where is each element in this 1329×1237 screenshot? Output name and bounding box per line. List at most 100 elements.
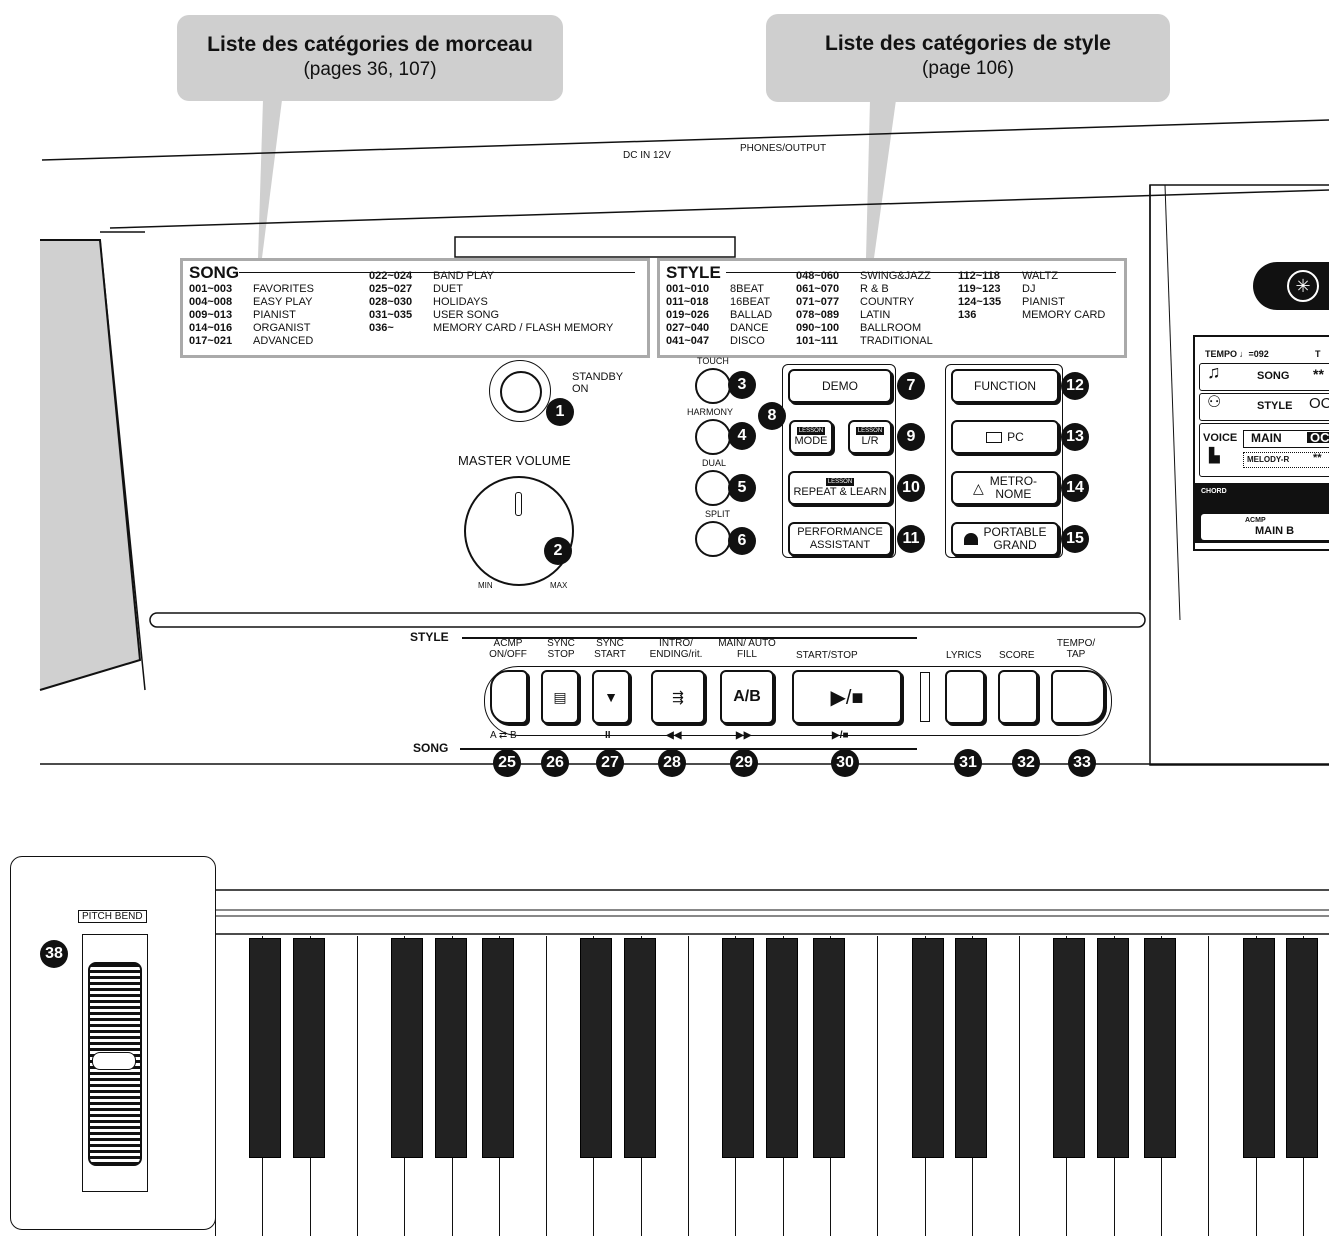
badge-10: 10 [897,474,925,502]
song-section-label: SONG [413,741,449,755]
display-style-value: OC [1309,395,1329,412]
sync-stop-icon: ▤ [553,688,567,705]
black-key[interactable] [481,938,514,1158]
badge-33: 33 [1068,749,1096,777]
rewind-label: ◀◀ [666,730,682,741]
pitch-bend-frame [82,934,148,1192]
start-stop-label: START/STOP [796,650,858,661]
master-volume-knob[interactable] [464,476,574,586]
display-song: SONG [1257,370,1290,382]
dual-button[interactable] [695,470,731,506]
transport-divider [920,672,930,722]
standby-on-switch[interactable] [489,360,551,422]
pc-icon [986,431,1003,443]
performance-assistant-button[interactable]: PERFORMANCE ASSISTANT [788,522,892,556]
lcd-display: TEMPO ♩=092 T ♫ SONG ** ⚇ STYLE OC VOICE… [1193,335,1329,551]
ab-repeat-label: A ⇄ B [490,730,517,741]
demo-button[interactable]: DEMO [788,369,892,403]
tuning-fork-logo-icon: ✳ [1287,270,1319,302]
black-key[interactable] [812,938,845,1158]
white-key[interactable] [356,936,404,1236]
black-key[interactable] [623,938,656,1158]
function-button[interactable]: FUNCTION [951,369,1059,403]
lesson-group-frame [782,364,896,558]
black-key[interactable] [292,938,325,1158]
display-tempo: TEMPO ♩=092 [1205,349,1269,359]
intro-ending-button[interactable]: ⇶ [651,670,705,724]
black-key[interactable] [1242,938,1275,1158]
sync-start-button[interactable]: ▼ [592,670,630,724]
pitch-bend-wheel[interactable] [88,962,142,1166]
pc-button[interactable]: PC [951,420,1059,454]
display-acmp: ACMP [1245,517,1266,524]
white-key[interactable] [688,936,735,1236]
acmp-onoff-label: ACMP ON/OFF [489,638,527,660]
style-list-heading: STYLE [666,263,721,282]
badge-32: 32 [1012,749,1040,777]
white-key[interactable] [546,936,593,1236]
black-key[interactable] [722,938,755,1158]
lyrics-button[interactable] [945,670,985,724]
black-key[interactable] [434,938,467,1158]
white-key[interactable] [877,936,924,1236]
start-stop-button[interactable]: ▶/■ [792,670,902,724]
black-key[interactable] [580,938,613,1158]
black-key[interactable] [1144,938,1176,1158]
grand-piano-icon [963,533,978,545]
display-t: T [1315,349,1321,359]
tempo-tap-label: TEMPO/ TAP [1056,638,1096,660]
display-melody-value: ** [1313,452,1322,464]
black-key[interactable] [249,938,282,1158]
black-key[interactable] [911,938,944,1158]
main-autofill-label: MAIN/ AUTO FILL [718,638,776,660]
black-key[interactable] [1096,938,1129,1158]
score-label: SCORE [999,650,1035,661]
display-style-icon: ⚇ [1207,394,1222,411]
phones-label: PHONES/OUTPUT [740,143,827,154]
badge-1: 1 [546,398,574,426]
black-key[interactable] [1053,938,1086,1158]
score-button[interactable] [998,670,1038,724]
harmony-button[interactable] [695,419,731,455]
style-section-label: STYLE [410,630,449,644]
harmony-label: HARMONY [687,407,734,417]
badge-7: 7 [897,372,925,400]
repeat-learn-button[interactable]: LESSON REPEAT & LEARN [788,471,892,505]
black-key[interactable] [765,938,798,1158]
lesson-lr-button[interactable]: LESSON L/R [848,420,892,454]
lesson-mode-button[interactable]: LESSON MODE [789,420,833,454]
badge-6: 6 [728,527,756,555]
touch-button[interactable] [695,368,731,404]
black-key[interactable] [391,938,424,1158]
display-style: STYLE [1257,400,1293,412]
badge-30: 30 [831,749,859,777]
split-label: SPLIT [705,509,731,519]
play-stop-label: ▶/■ [832,730,849,741]
master-volume-label: MASTER VOLUME [458,453,571,468]
white-key[interactable] [215,936,262,1236]
split-button[interactable] [695,521,731,557]
metronome-button[interactable]: △ METRO-NOME [951,471,1059,505]
badge-38: 38 [40,940,68,968]
song-category-callout: Liste des catégories de morceau (pages 3… [177,15,563,101]
black-key[interactable] [954,938,987,1158]
badge-27: 27 [596,749,624,777]
sync-stop-button[interactable]: ▤ [541,670,579,724]
display-main-value: OC [1307,431,1329,444]
white-key[interactable] [1019,936,1066,1236]
metronome-icon: △ [972,479,984,496]
main-autofill-button[interactable]: A/B [720,670,774,724]
white-key[interactable] [1208,936,1255,1236]
acmp-onoff-button[interactable] [490,670,528,724]
tempo-tap-button[interactable] [1051,670,1105,724]
display-chord: CHORD [1201,488,1227,495]
black-key[interactable] [1285,938,1318,1158]
pause-label: II [605,730,611,741]
badge-14: 14 [1061,474,1089,502]
badge-9: 9 [897,423,925,451]
